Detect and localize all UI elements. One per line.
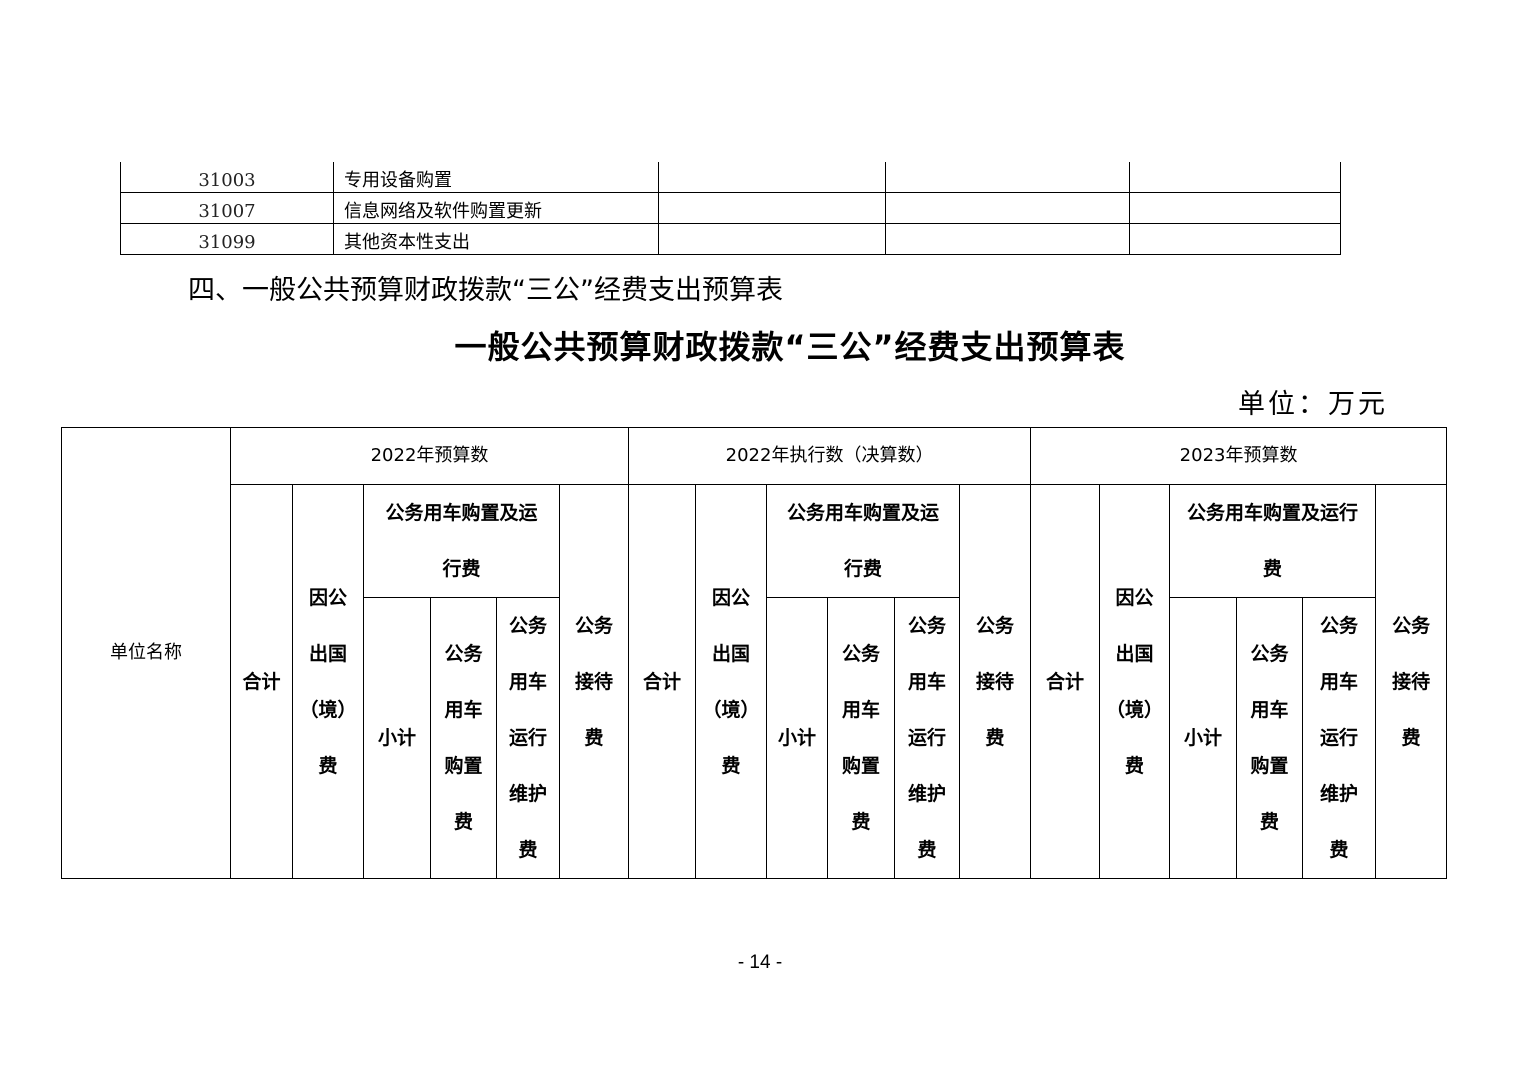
row-name: 专用设备购置 — [333, 162, 659, 193]
unit-label: 单位：万元 — [1238, 389, 1388, 420]
empty-cell — [658, 223, 886, 255]
header-abroad: 因公 出国 （境） 费 — [292, 484, 364, 879]
header-car-purchase: 公务 用车 购置 费 — [1236, 597, 1304, 879]
header-car: 公务用车购置及运行 费 — [1169, 484, 1377, 598]
header-car-purchase: 公务 用车 购置 费 — [430, 597, 497, 879]
row-name: 信息网络及软件购置更新 — [333, 192, 659, 224]
empty-cell — [885, 162, 1130, 193]
row-code: 31007 — [120, 192, 334, 224]
empty-cell — [1129, 192, 1341, 224]
table-row: 31007 信息网络及软件购置更新 — [120, 192, 1341, 224]
header-total: 合计 — [230, 484, 293, 879]
row-code: 31099 — [120, 223, 334, 255]
header-car-maintenance: 公务 用车 运行 维护 费 — [894, 597, 961, 879]
header-subtotal: 小计 — [1169, 597, 1238, 879]
capital-expense-table-tail: 31003 专用设备购置 31007 信息网络及软件购置更新 31099 其他资… — [120, 162, 1341, 255]
empty-cell — [658, 192, 886, 224]
table-row: 31099 其他资本性支出 — [120, 223, 1341, 255]
header-car-maintenance: 公务 用车 运行 维护 费 — [1302, 597, 1377, 879]
table-title: 一般公共预算财政拨款“三公”经费支出预算表 — [454, 328, 1126, 366]
empty-cell — [658, 162, 886, 193]
header-total: 合计 — [1030, 484, 1101, 879]
group-header: 2022年执行数（决算数） — [628, 427, 1032, 485]
empty-cell — [1129, 162, 1341, 193]
header-subtotal: 小计 — [363, 597, 431, 879]
group-header: 2023年预算数 — [1030, 427, 1448, 485]
header-car: 公务用车购置及运 行费 — [363, 484, 560, 598]
group-header: 2022年预算数 — [229, 427, 630, 485]
page-number: - 14 - — [737, 952, 783, 973]
empty-cell — [885, 192, 1130, 224]
empty-cell — [885, 223, 1130, 255]
table-row: 31003 专用设备购置 — [120, 162, 1341, 193]
header-subtotal: 小计 — [766, 597, 829, 879]
row-name: 其他资本性支出 — [333, 223, 659, 255]
empty-cell — [1129, 223, 1341, 255]
header-reception: 公务 接待 费 — [558, 484, 630, 879]
header-car: 公务用车购置及运 行费 — [766, 484, 961, 598]
header-car-maintenance: 公务 用车 运行 维护 费 — [496, 597, 560, 879]
section-heading: 四、一般公共预算财政拨款“三公”经费支出预算表 — [188, 275, 783, 306]
header-reception: 公务 接待 费 — [1375, 484, 1448, 879]
header-unit-name: 单位名称 — [61, 427, 231, 879]
header-abroad: 因公 出国 （境） 费 — [1099, 484, 1171, 879]
header-car-purchase: 公务 用车 购置 费 — [827, 597, 896, 879]
header-reception: 公务 接待 费 — [959, 484, 1032, 879]
row-code: 31003 — [120, 162, 334, 193]
header-total: 合计 — [628, 484, 697, 879]
header-abroad: 因公 出国 （境） 费 — [695, 484, 768, 879]
